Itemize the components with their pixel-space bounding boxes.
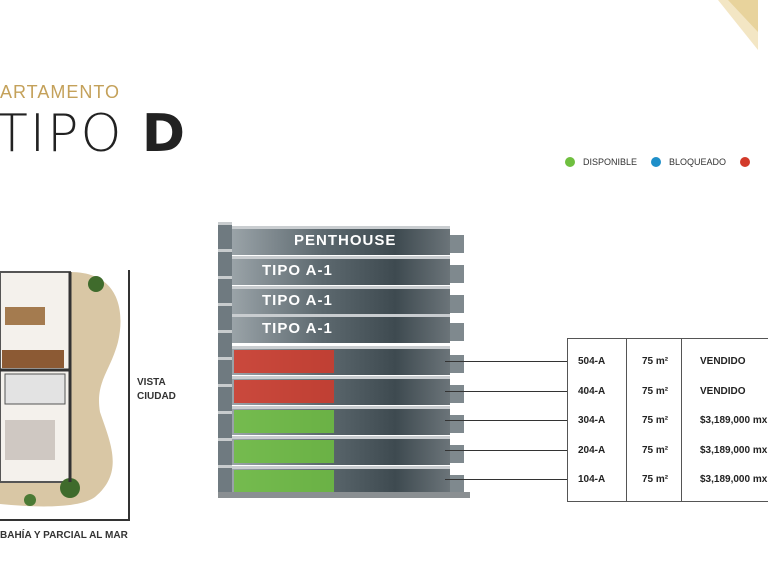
column-divider [681, 339, 682, 501]
unit-area: 75 m² [642, 355, 669, 367]
legend-item-blocked: BLOQUEADO [651, 157, 726, 167]
unit-area: 75 m² [642, 385, 669, 397]
floor-label: PENTHOUSE [294, 232, 397, 249]
balcony [450, 385, 464, 403]
connector-line [445, 479, 567, 480]
units-table: 504-A 75 m² VENDIDO 404-A 75 m² VENDIDO … [567, 338, 768, 502]
unit-status-available[interactable] [234, 410, 334, 433]
floor-304[interactable] [232, 406, 464, 435]
unit-status: $3,189,000 mx [700, 444, 768, 456]
unit-status-sold[interactable] [234, 380, 334, 403]
floor-plan-drawing [0, 271, 121, 507]
floor-404[interactable] [232, 376, 464, 405]
floor-104[interactable] [232, 466, 464, 495]
page-subtitle: ARTAMENTO [0, 82, 121, 102]
unit-status-available[interactable] [234, 470, 334, 493]
table-row[interactable]: 104-A 75 m² $3,189,000 mx [568, 465, 768, 493]
floor-504[interactable] [232, 346, 464, 375]
unit-id: 304-A [578, 414, 606, 426]
connector-line [445, 391, 567, 392]
floor-label: TIPO A-1 [262, 320, 333, 337]
title-light: TIPO [0, 104, 142, 164]
balcony [450, 295, 464, 313]
legend-item-sold [740, 157, 751, 167]
balcony [450, 415, 464, 433]
floor-tipo-a1[interactable]: TIPO A-1 [232, 286, 464, 315]
page-title: TIPO D [0, 104, 187, 164]
legend-label: BLOQUEADO [669, 157, 727, 167]
balcony [450, 235, 464, 253]
vista-ciudad-label: VISTA CIUDAD [137, 377, 176, 402]
unit-id: 404-A [578, 385, 606, 397]
building-base [218, 492, 470, 498]
table-row[interactable]: 404-A 75 m² VENDIDO [568, 377, 768, 405]
balcony [450, 355, 464, 373]
vertical-divider [128, 270, 130, 520]
balcony [450, 323, 464, 341]
balcony [450, 265, 464, 283]
floor-penthouse[interactable]: PENTHOUSE [232, 226, 464, 255]
status-legend: DISPONIBLE BLOQUEADO [565, 157, 751, 167]
column-divider [626, 339, 627, 501]
balcony [450, 475, 464, 493]
building-elevation: PENTHOUSE TIPO A-1 TIPO A-1 TIPO A-1 [218, 222, 470, 498]
floor-tipo-a1[interactable]: TIPO A-1 [232, 314, 464, 343]
connector-line [445, 420, 567, 421]
floor-tipo-a1[interactable]: TIPO A-1 [232, 256, 464, 285]
connector-line [445, 361, 567, 362]
table-row[interactable]: 204-A 75 m² $3,189,000 mx [568, 436, 768, 464]
unit-id: 504-A [578, 355, 606, 367]
unit-status: $3,189,000 mx [700, 473, 768, 485]
legend-item-available: DISPONIBLE [565, 157, 637, 167]
unit-id: 204-A [578, 444, 606, 456]
connector-line [445, 450, 567, 451]
title-strong: D [141, 104, 188, 164]
table-row[interactable]: 504-A 75 m² VENDIDO [568, 347, 768, 375]
available-dot-icon [565, 157, 575, 167]
unit-status: VENDIDO [700, 385, 746, 397]
unit-status: $3,189,000 mx [700, 414, 768, 426]
sold-dot-icon [740, 157, 751, 167]
vista-mar-label: BAHÍA Y PARCIAL AL MAR [0, 530, 128, 541]
unit-area: 75 m² [642, 444, 669, 456]
unit-id: 104-A [578, 473, 606, 485]
table-row[interactable]: 304-A 75 m² $3,189,000 mx [568, 406, 768, 434]
unit-area: 75 m² [642, 414, 669, 426]
unit-status: VENDIDO [700, 355, 746, 367]
unit-area: 75 m² [642, 473, 669, 485]
unit-status-sold[interactable] [234, 350, 334, 373]
horizontal-divider [0, 519, 130, 521]
balcony [450, 445, 464, 463]
floor-label: TIPO A-1 [262, 262, 333, 279]
floor-204[interactable] [232, 436, 464, 465]
blocked-dot-icon [651, 157, 662, 167]
legend-label: DISPONIBLE [583, 157, 638, 167]
floor-plan [0, 271, 130, 508]
corner-decoration [718, 0, 758, 50]
building-left-wall [218, 222, 232, 492]
floor-label: TIPO A-1 [262, 292, 333, 309]
unit-status-available[interactable] [234, 440, 334, 463]
